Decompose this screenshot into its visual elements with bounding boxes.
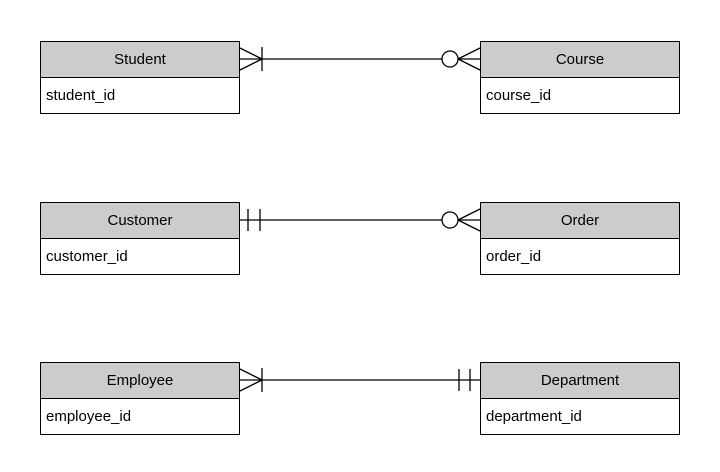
entity-student[interactable]: Student student_id xyxy=(40,41,240,114)
entity-order-attribute: order_id xyxy=(481,239,679,274)
crows-foot-prong xyxy=(457,58,481,71)
relationship-student-course[interactable] xyxy=(239,47,481,71)
zero-or-many-marker xyxy=(441,47,481,71)
entity-student-title: Student xyxy=(41,42,239,78)
entity-course-title: Course xyxy=(481,42,679,78)
crows-foot-prong xyxy=(457,47,481,60)
entity-customer[interactable]: Customer customer_id xyxy=(40,202,240,275)
crows-foot-prong xyxy=(457,219,481,232)
crows-foot-prong xyxy=(239,368,263,381)
entity-employee-attribute: employee_id xyxy=(41,399,239,434)
zero-or-many-marker xyxy=(441,208,481,232)
entity-employee[interactable]: Employee employee_id xyxy=(40,362,240,435)
exactly-one-marker xyxy=(247,209,261,231)
crows-foot-prong xyxy=(239,379,263,392)
entity-customer-title: Customer xyxy=(41,203,239,239)
entity-customer-attribute: customer_id xyxy=(41,239,239,274)
relationship-employee-department[interactable] xyxy=(239,368,480,392)
crows-foot-prong xyxy=(457,208,481,221)
entity-employee-title: Employee xyxy=(41,363,239,399)
entity-course[interactable]: Course course_id xyxy=(480,41,680,114)
entity-course-attribute: course_id xyxy=(481,78,679,113)
crows-foot-prong xyxy=(239,47,263,60)
zero-circle xyxy=(441,211,459,229)
entity-student-attribute: student_id xyxy=(41,78,239,113)
one-or-many-marker xyxy=(239,368,263,392)
entity-department[interactable]: Department department_id xyxy=(480,362,680,435)
exactly-one-marker xyxy=(458,369,471,391)
crows-foot-prong xyxy=(239,58,263,71)
one-or-many-marker xyxy=(239,47,263,71)
entity-order[interactable]: Order order_id xyxy=(480,202,680,275)
relationship-customer-order[interactable] xyxy=(240,208,481,232)
entity-order-title: Order xyxy=(481,203,679,239)
entity-department-attribute: department_id xyxy=(481,399,679,434)
zero-circle xyxy=(441,50,459,68)
entity-department-title: Department xyxy=(481,363,679,399)
